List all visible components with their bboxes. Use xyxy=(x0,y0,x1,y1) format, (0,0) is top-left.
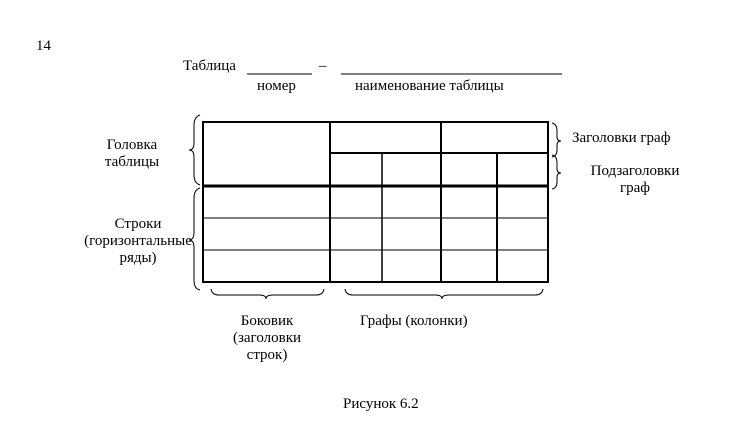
rows-label-line: ряды) xyxy=(119,250,157,266)
head-label: Головка таблицы xyxy=(82,137,182,171)
subheaders-brace xyxy=(551,154,562,190)
stub-brace xyxy=(210,288,325,300)
rows-label-line: Строки xyxy=(114,216,162,232)
head-label-line: Головка xyxy=(106,137,158,153)
figure-caption: Рисунок 6.2 xyxy=(343,396,419,412)
caption-dash: – xyxy=(319,58,327,74)
stub-label-line: строк) xyxy=(246,347,288,363)
stub-label-line: Боковик xyxy=(240,313,294,329)
headers-brace xyxy=(551,122,562,158)
subheaders-label-line: граф xyxy=(619,180,651,196)
subheaders-label-line: Подзаголовки xyxy=(590,163,680,179)
stub-label-line: (заголовки xyxy=(232,330,302,346)
number-label: номер xyxy=(257,78,296,94)
table-outline xyxy=(202,121,549,283)
rows-label: Строки (горизонтальные ряды) xyxy=(80,216,196,267)
page-number: 14 xyxy=(36,38,51,54)
rows-brace xyxy=(188,187,201,291)
columns-brace xyxy=(344,288,544,300)
rows-label-line: (горизонтальные xyxy=(84,233,192,249)
head-label-line: таблицы xyxy=(104,154,160,170)
column-headers-label: Заголовки граф xyxy=(572,130,671,146)
head-brace xyxy=(188,114,201,186)
columns-label: Графы (колонки) xyxy=(360,313,468,329)
subheaders-label: Подзаголовки граф xyxy=(575,163,695,197)
name-label: наименование таблицы xyxy=(355,78,504,94)
stub-label: Боковик (заголовки строк) xyxy=(212,313,322,364)
table-caption-prefix: Таблица xyxy=(183,58,236,74)
